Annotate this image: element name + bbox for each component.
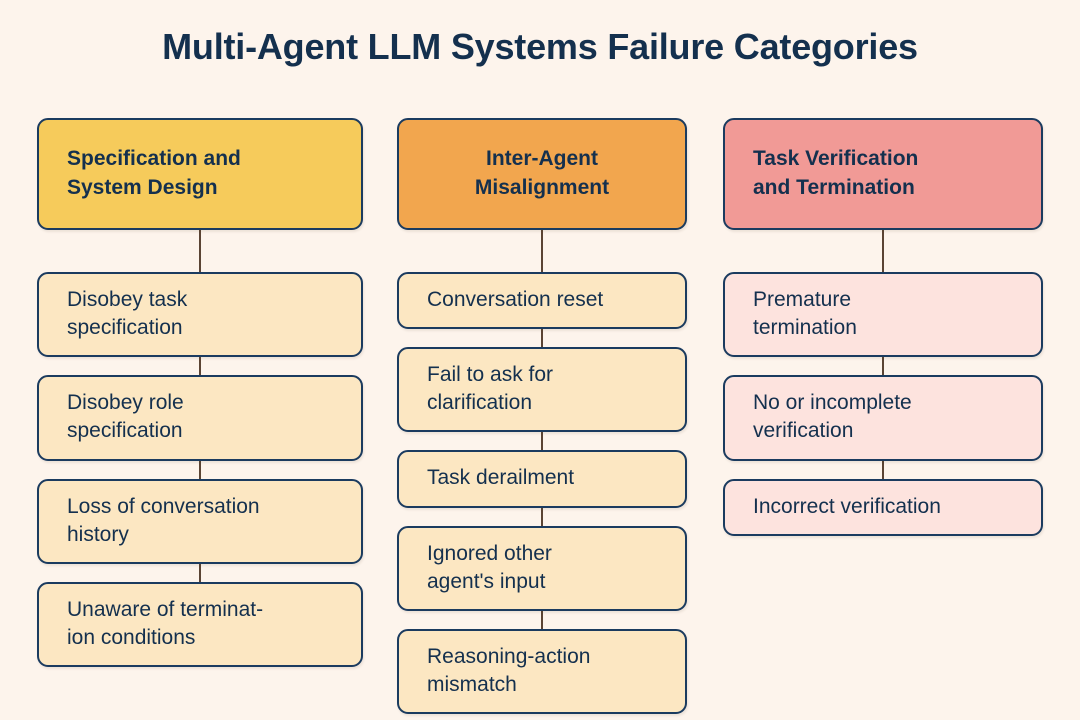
failure-item-line-1: Task derailment <box>427 466 575 490</box>
category-header-line-1: Task Verification <box>753 147 919 171</box>
category-header-task-verification-and-termination[interactable]: Task Verification and Termination <box>723 118 1043 230</box>
page-title: Multi-Agent LLM Systems Failure Categori… <box>162 26 918 67</box>
category-header-line-1: Inter-Agent <box>486 147 598 171</box>
failure-item-line-1: Loss of conversation <box>67 494 260 518</box>
failure-item-task-derailment[interactable]: Task derailment <box>397 450 687 508</box>
failure-item-conversation-reset[interactable]: Conversation reset <box>397 272 687 330</box>
failure-item-premature-termination[interactable]: Premature termination <box>723 272 1043 358</box>
failure-item-line-2: history <box>67 522 129 546</box>
connector-line <box>882 230 884 272</box>
failure-item-no-or-incomplete-verification[interactable]: No or incomplete verification <box>723 375 1043 461</box>
connector-line <box>541 610 543 629</box>
failure-item-line-2: agent's input <box>427 569 546 593</box>
failure-item-line-1: Disobey task <box>67 288 188 311</box>
failure-item-ignored-other-agents-input[interactable]: Ignored other agent's input <box>397 525 687 611</box>
failure-item-disobey-role-specification[interactable]: Disobey role specification <box>37 375 363 461</box>
connector-line <box>882 357 884 376</box>
failure-item-line-2: ion conditions <box>67 625 196 649</box>
failure-item-unaware-of-termination-conditions[interactable]: Unaware of terminat- ion conditions <box>37 581 363 667</box>
category-header-line-1: Specification and <box>67 147 241 171</box>
connector-line <box>199 357 201 376</box>
failure-item-line-1: No or incomplete <box>753 391 912 415</box>
connector-line <box>541 230 543 272</box>
failure-item-line-1: Fail to ask for <box>427 363 554 387</box>
category-header-line-2: Misalignment <box>474 175 610 199</box>
category-header-line-2: System Design <box>67 175 218 199</box>
connector-line <box>199 460 201 479</box>
failure-item-line-2: mismatch <box>427 672 517 696</box>
failure-item-line-1: Premature <box>753 288 852 311</box>
failure-item-line-1: Reasoning-action <box>427 644 591 668</box>
category-column-specification-and-system-design: Specification and System Design Disobey … <box>37 118 363 667</box>
failure-item-line-2: termination <box>753 316 857 340</box>
failure-item-loss-of-conversation-history[interactable]: Loss of conversation history <box>37 478 363 564</box>
failure-item-line-1: Incorrect verification <box>753 494 941 518</box>
category-header-line-2: and Termination <box>753 175 915 199</box>
failure-item-line-2: specification <box>67 419 183 443</box>
connector-line <box>199 563 201 582</box>
category-header-inter-agent-misalignment[interactable]: Inter-Agent Misalignment <box>397 118 687 230</box>
connector-line <box>199 230 201 272</box>
failure-item-line-1: Unaware of terminat- <box>67 597 264 621</box>
connector-line <box>882 460 884 479</box>
failure-item-reasoning-action-mismatch[interactable]: Reasoning-action mismatch <box>397 628 687 714</box>
failure-item-line-2: specification <box>67 316 183 340</box>
connector-line <box>541 507 543 526</box>
failure-item-line-2: verification <box>753 419 854 443</box>
failure-item-line-1: Disobey role <box>67 391 184 415</box>
failure-item-line-2: clarification <box>427 391 533 415</box>
failure-item-line-1: Ignored other <box>427 541 552 565</box>
connector-line <box>541 432 543 451</box>
category-column-task-verification-and-termination: Task Verification and Termination Premat… <box>723 118 1043 536</box>
failure-item-line-1: Conversation reset <box>427 288 604 311</box>
failure-item-disobey-task-specification[interactable]: Disobey task specification <box>37 272 363 358</box>
failure-item-fail-to-ask-for-clarification[interactable]: Fail to ask for clarification <box>397 347 687 433</box>
category-header-specification-and-system-design[interactable]: Specification and System Design <box>37 118 363 230</box>
category-column-inter-agent-misalignment: Inter-Agent Misalignment Conversation re… <box>397 118 687 714</box>
failure-item-incorrect-verification[interactable]: Incorrect verification <box>723 478 1043 536</box>
connector-line <box>541 329 543 348</box>
